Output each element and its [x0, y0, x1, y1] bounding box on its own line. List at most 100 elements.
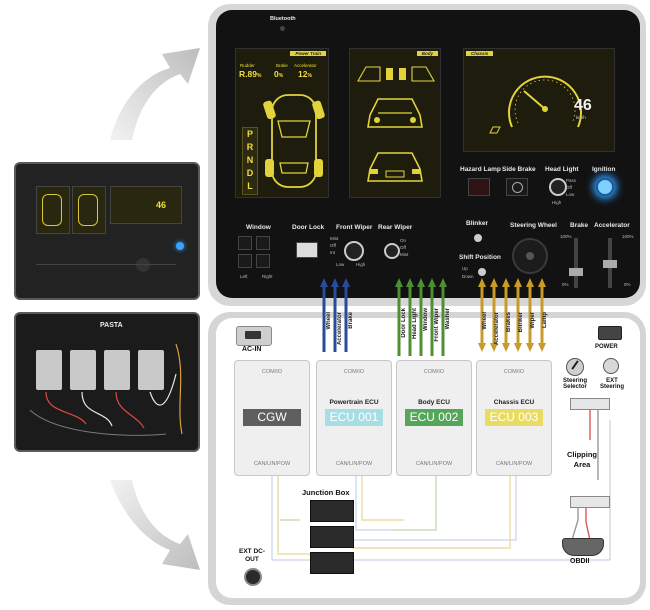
rear-wiper-option-mist: Mist: [400, 252, 409, 257]
wire-label-washer: Washer: [445, 308, 451, 330]
bluetooth-label: Bluetooth: [270, 16, 296, 22]
obdii-connector-icon[interactable]: [562, 538, 604, 556]
rear-wiper-option-off: Off: [400, 245, 406, 250]
speedometer-gauge: [508, 75, 582, 128]
window-left-label: Left: [240, 274, 248, 279]
power-switch[interactable]: [598, 326, 622, 340]
body-arrow-up-4: [439, 278, 447, 287]
junction-box-label: Junction Box: [302, 488, 350, 497]
powertrain-tag: Power Train: [290, 51, 326, 56]
accelerator-scale-bottom: 0%: [624, 282, 631, 287]
body-tag: Body: [416, 51, 438, 56]
body-arrow-up-2: [417, 278, 425, 287]
ecu-001-name: Powertrain ECU: [329, 399, 379, 406]
ecu-003: COM/IO Chassis ECU ECU 003 CAN/LIN/POW: [476, 360, 552, 476]
chassis-arrow-up-1: [490, 278, 498, 287]
head-light-option-low: Low: [566, 192, 575, 197]
chassis-arrow-up-4: [526, 278, 534, 287]
window-label: Window: [246, 224, 271, 231]
photo-speed-readout: 46: [156, 200, 167, 210]
door-lock-label: Door Lock: [292, 224, 325, 231]
head-light-knob[interactable]: [549, 178, 567, 196]
car-top-view-icon: [263, 94, 325, 188]
steering-indicator-icon: [489, 126, 501, 134]
window-status-icons: [357, 66, 435, 82]
wire-label-wheel-powertrain: Wheel: [326, 312, 332, 330]
body-arrow-up-0: [395, 278, 403, 287]
head-light-option-pass: Pass: [566, 178, 577, 183]
head-light-label: Head Light: [545, 166, 579, 173]
front-wiper-option-low: Low: [336, 262, 345, 267]
steering-selector-label: Steering Selector: [562, 378, 587, 390]
wire-label-brakes: Brakes: [506, 312, 512, 333]
pasta-logo: PASTA: [100, 322, 123, 329]
window-right-up-button[interactable]: [256, 236, 270, 250]
arrow-up-icon: [110, 48, 200, 140]
rear-wiper-knob[interactable]: [384, 243, 400, 259]
gear-indicator: P R N D L: [242, 127, 258, 195]
powertrain-arrow-up-0: [320, 278, 328, 287]
hazard-lamp-label: Hazard Lamp: [460, 166, 501, 173]
wire-label-wiper: Wiper: [530, 312, 536, 329]
window-right-label: Right: [262, 274, 273, 279]
ecu-002-can: CAN/LIN/POW: [415, 461, 453, 467]
wire-label-head-light: Head Light: [412, 308, 418, 339]
chassis-arrow-down-5: [538, 343, 546, 352]
chassis-arrow-down-0: [478, 343, 486, 352]
blinker-label: Blinker: [466, 220, 489, 227]
shift-option-up: Up: [462, 266, 468, 271]
rudder-value: R.89: [239, 69, 257, 79]
rudder-unit: %: [256, 73, 262, 79]
car-rear-view-icon: [367, 152, 423, 182]
door-lock-button[interactable]: [296, 242, 318, 258]
accelerator-slider[interactable]: [603, 238, 617, 288]
ext-dc-out-label: EXT DC-OUT: [239, 548, 265, 563]
junction-box: [310, 500, 354, 574]
front-wiper-knob[interactable]: [344, 241, 364, 261]
shift-lever[interactable]: [478, 268, 486, 276]
clip-connector-bottom: [570, 496, 610, 508]
wire-label-blinker: Blinker: [518, 312, 524, 333]
blinker-lever[interactable]: [474, 234, 482, 242]
front-wiper-label: Front Wiper: [336, 224, 373, 231]
ac-in-label: AC-IN: [242, 346, 262, 353]
power-label: POWER: [595, 344, 618, 350]
steering-selector-knob[interactable]: [566, 358, 584, 376]
ecu-001-can: CAN/LIN/POW: [335, 461, 373, 467]
ecu-002-com: COM/IO: [423, 369, 445, 375]
powertrain-screen: Power Train Rudder Brake Accelerator R.8…: [235, 48, 329, 198]
ignition-button[interactable]: [596, 178, 614, 196]
car-front-view-icon: [367, 98, 423, 128]
brake-scale-bottom: 0%: [562, 282, 569, 287]
ext-steering-connector[interactable]: [603, 358, 619, 374]
brake-slider[interactable]: [569, 238, 583, 288]
hazard-lamp-button[interactable]: [468, 178, 490, 196]
ecu-002-name: Body ECU: [418, 399, 450, 406]
chassis-arrow-down-3: [514, 343, 522, 352]
chassis-arrow-up-3: [514, 278, 522, 287]
shift-option-down: Down: [462, 274, 474, 279]
ecu-003-box: ECU 003: [485, 409, 543, 426]
steering-wheel-knob[interactable]: [512, 238, 548, 274]
body-arrow-up-3: [428, 278, 436, 287]
ecu-cgw-box: CGW: [243, 409, 301, 426]
ecu-002-box: ECU 002: [405, 409, 463, 426]
accelerator-pedal-label: Accelerator: [594, 222, 630, 229]
side-brake-button[interactable]: [506, 178, 528, 196]
ecu-board-photo: PASTA: [14, 312, 200, 452]
window-left-up-button[interactable]: [238, 236, 252, 250]
wire-label-accelerator-chassis: Accelerator: [494, 312, 500, 346]
chassis-arrow-up-0: [478, 278, 486, 287]
ecu-003-com: COM/IO: [503, 369, 525, 375]
window-right-down-button[interactable]: [256, 254, 270, 268]
ext-dc-out-jack[interactable]: [244, 568, 262, 586]
chassis-arrow-down-4: [526, 343, 534, 352]
chassis-tag: Chassis: [466, 51, 494, 56]
gear-r: R: [246, 142, 254, 152]
ecu-cgw-com: COM/IO: [261, 369, 283, 375]
ecu-001-com: COM/IO: [343, 369, 365, 375]
gear-n: N: [246, 155, 254, 165]
window-left-down-button[interactable]: [238, 254, 252, 268]
